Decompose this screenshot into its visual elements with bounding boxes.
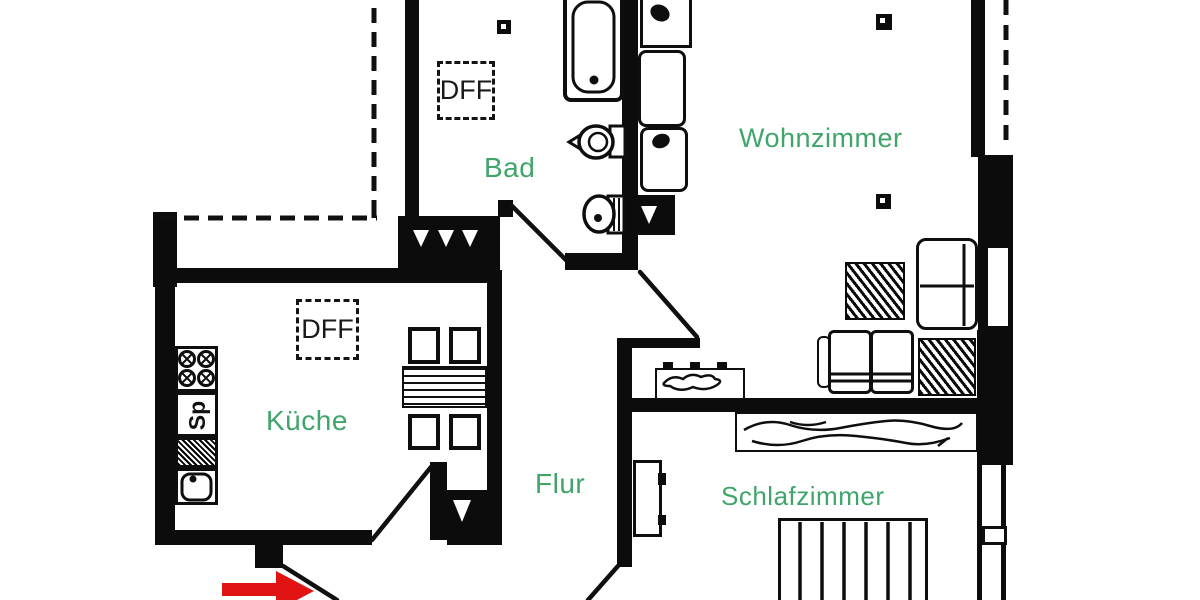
door-hinge <box>658 473 666 485</box>
roof-post-icon <box>876 14 892 30</box>
entrance-arrow-head <box>276 571 314 600</box>
dining-table-icon <box>402 366 487 408</box>
vent-icon <box>413 230 429 247</box>
chair-icon <box>408 327 440 364</box>
dff-label: DFF <box>301 314 354 344</box>
plant-box-foot <box>690 362 700 369</box>
vent-icon <box>438 230 454 247</box>
window-right-upper <box>988 248 1008 326</box>
wall-wohnzimmer-right <box>971 0 985 157</box>
kitchen-sink-icon <box>175 468 218 505</box>
chair-icon <box>449 327 481 364</box>
roof-window-marker-kueche: DFF <box>296 299 359 360</box>
window-icon <box>977 462 982 600</box>
wall-left-stub <box>153 212 177 287</box>
bed-icon <box>778 518 928 600</box>
radiator-icon <box>398 216 500 283</box>
stove-icon <box>175 346 218 392</box>
sofa-icon <box>828 330 872 394</box>
shelf-icon <box>640 127 688 192</box>
room-label-kueche: Küche <box>266 405 348 436</box>
shelf-icon <box>640 0 692 48</box>
entrance-arrow-icon <box>222 583 278 596</box>
bathtub-icon <box>563 0 624 102</box>
plant-box-foot <box>717 362 727 369</box>
side-table-icon <box>918 338 976 396</box>
toilet-icon <box>582 194 626 235</box>
vent-icon <box>462 230 478 247</box>
sink-unit <box>175 392 218 437</box>
armchair-icon <box>916 238 978 330</box>
wall-entrance-stub <box>255 543 283 568</box>
wall-schlafzimmer-top <box>630 398 1013 412</box>
washbasin-icon <box>566 124 627 160</box>
plant-box-foot <box>663 362 673 369</box>
wall-kueche-top <box>168 268 400 283</box>
refrigerator-icon <box>175 437 218 468</box>
roof-edge-dashed-line <box>160 8 377 221</box>
room-label-flur: Flur <box>535 468 586 499</box>
dff-label: DFF <box>439 75 493 105</box>
room-label-bad: Bad <box>484 152 536 183</box>
vent-icon <box>453 500 471 522</box>
wall-flur-schlafzimmer <box>617 338 632 567</box>
room-label-wohnzimmer: Wohnzimmer <box>739 123 903 153</box>
wall-kueche-right <box>487 270 502 545</box>
wall-kueche-bottom <box>155 530 372 545</box>
shelf-icon <box>638 50 686 127</box>
side-table-icon <box>845 262 905 320</box>
wall-kueche-door-post <box>430 462 447 540</box>
wall-bad-door-jamb <box>565 253 622 270</box>
wardrobe-icon <box>735 412 978 452</box>
wall-bad-left <box>405 0 419 218</box>
roof-post-icon <box>497 20 511 34</box>
chair-icon <box>449 414 481 450</box>
vent-icon <box>641 206 657 224</box>
chair-icon <box>408 414 440 450</box>
roof-post-icon <box>876 194 891 209</box>
door-leaf <box>633 460 662 537</box>
sink-label: Sp <box>184 400 211 431</box>
door-hinge <box>658 515 666 525</box>
wall-flur-wohnzimmer <box>622 338 700 348</box>
wall-bad-door-hinge <box>498 200 513 217</box>
wall-bad-right <box>622 0 638 270</box>
room-label-schlafzimmer: Schlafzimmer <box>721 481 885 511</box>
window-handle <box>982 526 1007 545</box>
roof-window-marker-bad: DFF <box>437 61 495 120</box>
wall-kueche-left <box>155 280 175 543</box>
sofa-icon <box>870 330 914 394</box>
wall-schlafzimmer-right <box>977 330 1013 465</box>
plant-box-icon <box>655 368 745 400</box>
